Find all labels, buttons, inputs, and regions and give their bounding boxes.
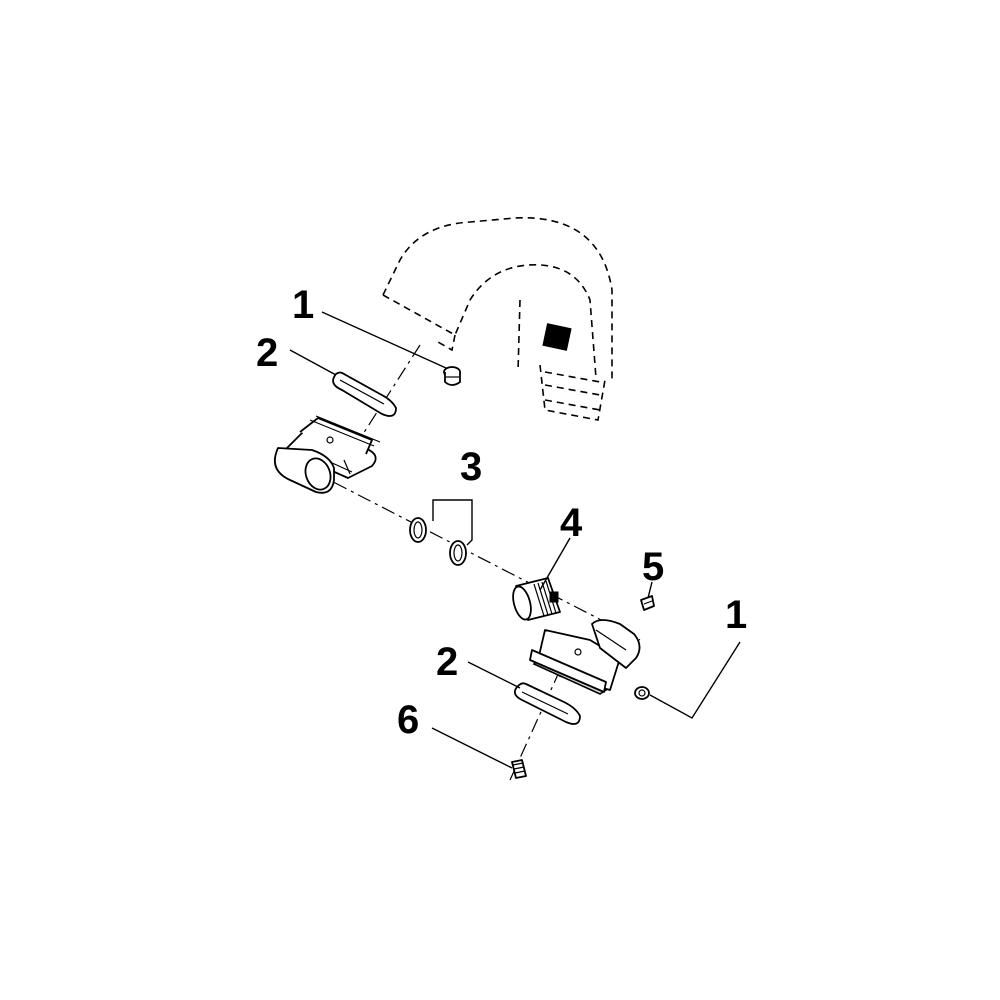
brand-logo-mark — [542, 323, 572, 351]
alignment-lines — [309, 344, 641, 781]
part-2-gasket-top — [332, 371, 397, 417]
part-4-cartridge — [512, 577, 561, 621]
callout-5: 5 — [642, 545, 664, 589]
leader-lines — [289, 311, 741, 769]
upper-handle-body — [274, 415, 381, 494]
part-2-gasket-bottom — [513, 682, 581, 725]
part-1-screw-top — [443, 366, 461, 386]
callout-1-bottom: 1 — [725, 593, 747, 637]
part-3-o-rings — [409, 499, 473, 566]
part-1-screw-bottom — [634, 686, 650, 700]
lower-handle-body — [529, 619, 641, 695]
part-6-set-screw — [511, 759, 527, 779]
spout-body-phantom — [382, 217, 613, 421]
callout-2-bottom: 2 — [436, 640, 458, 684]
callout-1-top: 1 — [292, 283, 314, 327]
callout-2-top: 2 — [256, 331, 278, 375]
callout-3: 3 — [460, 445, 482, 489]
part-5-pin — [640, 595, 655, 611]
callout-4: 4 — [560, 501, 583, 545]
callout-6: 6 — [397, 698, 419, 742]
